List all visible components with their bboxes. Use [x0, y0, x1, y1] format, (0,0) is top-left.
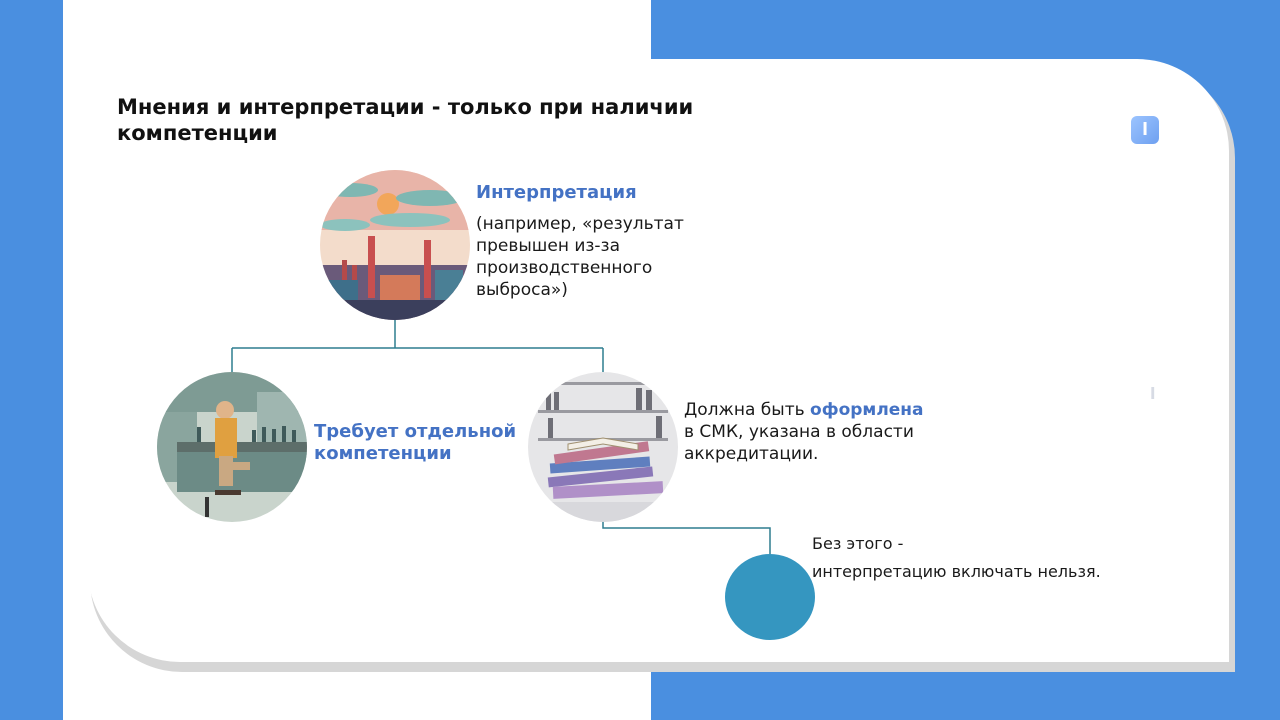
qms-text-emphasis: оформлена — [810, 400, 924, 420]
slide-card — [88, 59, 1229, 662]
brand-logo-icon: l — [1131, 116, 1159, 144]
interpretation-description: (например, «результат превышен из-за про… — [476, 214, 684, 300]
bullet-dot — [725, 554, 815, 640]
qms-text-before: Должна быть — [684, 400, 811, 420]
competence-heading: Требует отдельной компетенции — [314, 421, 517, 464]
slide-title: Мнения и интерпретации - только при нали… — [117, 95, 694, 145]
books-illustration-icon — [528, 372, 678, 522]
faint-logo-icon: l — [1150, 384, 1156, 403]
scientist-illustration-icon — [157, 372, 307, 522]
without-note: Без этого - интерпретацию включать нельз… — [812, 530, 1132, 586]
connector-to-dot — [602, 522, 771, 554]
without-line-1: Без этого - — [812, 534, 904, 553]
qms-requirement-text: Должна быть оформлена в СМК, указана в о… — [684, 399, 924, 465]
without-line-2: интерпретацию включать нельзя. — [812, 562, 1101, 581]
interpretation-heading: Интерпретация — [476, 182, 637, 203]
factory-illustration-icon — [320, 170, 470, 320]
qms-text-after: в СМК, указана в области аккредитации. — [684, 422, 914, 464]
